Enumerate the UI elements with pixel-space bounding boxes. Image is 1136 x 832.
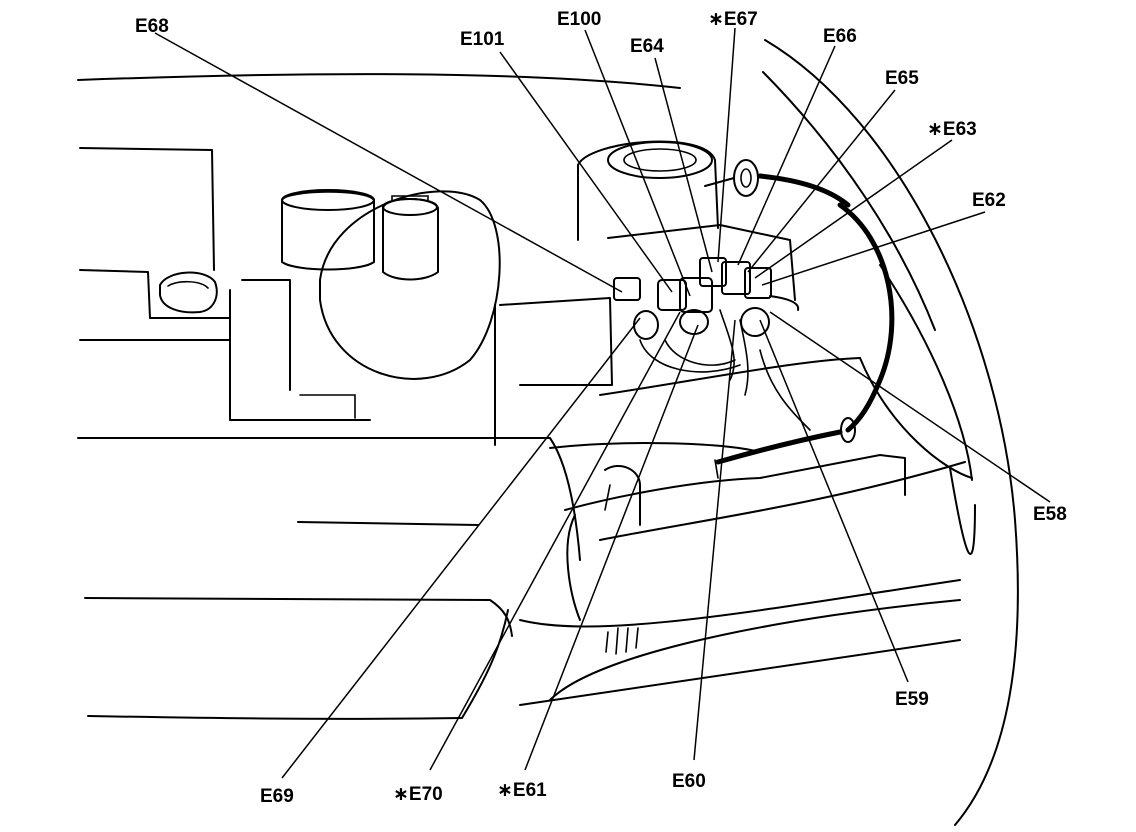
label-e64: E64: [630, 36, 664, 57]
label-e58: E58: [1033, 504, 1067, 525]
leader-e100: [584, 29, 691, 297]
label-e70: ∗E70: [393, 784, 443, 805]
label-e63: ∗E63: [927, 119, 977, 140]
label-e65: E65: [885, 68, 919, 89]
leader-e59: [759, 319, 909, 683]
leader-e62: [761, 211, 986, 286]
leader-e70: [429, 311, 681, 771]
leader-e68: [154, 32, 623, 293]
leader-e66: [737, 45, 836, 266]
leader-e61: [524, 324, 699, 771]
label-e66: E66: [823, 26, 857, 47]
radiator-support: [79, 147, 371, 421]
front-fender-bumper: [77, 437, 966, 720]
label-e100: E100: [557, 9, 601, 30]
leader-e65: [747, 89, 896, 273]
leader-e63: [754, 139, 953, 279]
leader-e58: [769, 311, 1051, 503]
label-e59: E59: [895, 689, 929, 710]
label-e69: E69: [260, 786, 294, 807]
connector-cluster: [613, 257, 800, 396]
leader-e101: [499, 51, 673, 293]
leader-e69: [281, 317, 641, 779]
wiring-harness: [704, 159, 895, 479]
leader-lines: [154, 27, 1051, 779]
label-e62: E62: [972, 190, 1006, 211]
vehicle-body-outline: [77, 39, 1019, 826]
label-e61: ∗E61: [497, 780, 547, 801]
leader-e67: [717, 27, 736, 263]
leader-e60: [693, 319, 736, 761]
label-e101: E101: [460, 29, 505, 50]
label-e60: E60: [672, 771, 706, 792]
brake-booster: [281, 189, 501, 380]
label-e68: E68: [135, 16, 169, 37]
leader-e64: [654, 57, 713, 273]
connector-labels: E68 E101 E100 E64 ∗E67 E66 E65 ∗E63 E62 …: [135, 9, 1067, 807]
reservoir-cap: [159, 271, 218, 314]
label-e67: ∗E67: [708, 9, 758, 30]
